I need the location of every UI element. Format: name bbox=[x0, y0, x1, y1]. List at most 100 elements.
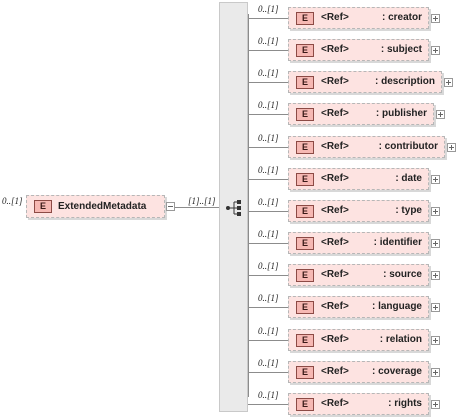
child-multiplicity: 0..[1] bbox=[258, 36, 279, 46]
child-connector-line bbox=[248, 211, 288, 212]
element-badge-icon: E bbox=[296, 173, 314, 186]
child-connector-line bbox=[248, 275, 288, 276]
child-element-box[interactable]: E <Ref> : language bbox=[288, 296, 429, 318]
expand-icon[interactable] bbox=[431, 14, 440, 23]
element-badge-icon: E bbox=[296, 12, 314, 25]
child-connector-line bbox=[248, 50, 288, 51]
child-multiplicity: 0..[1] bbox=[258, 229, 279, 239]
element-badge-icon: E bbox=[296, 366, 314, 379]
ref-label: <Ref> bbox=[321, 237, 349, 248]
child-element-box[interactable]: E <Ref> : relation bbox=[288, 329, 429, 351]
element-badge-icon: E bbox=[296, 398, 314, 411]
child-connector-line bbox=[248, 307, 288, 308]
child-connector-line bbox=[248, 114, 288, 115]
expand-icon[interactable] bbox=[447, 143, 456, 152]
expand-icon[interactable] bbox=[431, 400, 440, 409]
ref-label: <Ref> bbox=[321, 44, 349, 55]
element-badge-icon: E bbox=[296, 334, 314, 347]
root-connector-line bbox=[175, 207, 219, 208]
expand-icon[interactable] bbox=[431, 303, 440, 312]
child-element-name: : creator bbox=[381, 12, 422, 23]
ref-label: <Ref> bbox=[321, 301, 349, 312]
expand-icon[interactable] bbox=[431, 368, 440, 377]
element-badge-icon: E bbox=[34, 200, 52, 213]
root-element-box[interactable]: E ExtendedMetadata bbox=[26, 195, 165, 218]
sequence-multiplicity: [1]..[1] bbox=[188, 196, 216, 206]
child-element-box[interactable]: E <Ref> : contributor bbox=[288, 136, 445, 158]
sequence-icon[interactable] bbox=[225, 199, 245, 217]
child-connector-line bbox=[248, 179, 288, 180]
element-badge-icon: E bbox=[296, 108, 314, 121]
children-trunk-line bbox=[248, 14, 249, 397]
expand-icon[interactable] bbox=[431, 239, 440, 248]
child-element-name: : date bbox=[395, 173, 422, 184]
element-badge-icon: E bbox=[296, 237, 314, 250]
ref-label: <Ref> bbox=[321, 205, 349, 216]
child-element-name: : contributor bbox=[378, 141, 438, 152]
child-multiplicity: 0..[1] bbox=[258, 261, 279, 271]
child-multiplicity: 0..[1] bbox=[258, 326, 279, 336]
root-element-name: ExtendedMetadata bbox=[58, 201, 147, 212]
child-multiplicity: 0..[1] bbox=[258, 100, 279, 110]
expand-icon[interactable] bbox=[431, 46, 440, 55]
ref-label: <Ref> bbox=[321, 76, 349, 87]
child-element-box[interactable]: E <Ref> : description bbox=[288, 71, 442, 93]
child-connector-line bbox=[248, 147, 288, 148]
child-multiplicity: 0..[1] bbox=[258, 68, 279, 78]
child-connector-line bbox=[248, 243, 288, 244]
child-element-name: : source bbox=[383, 269, 422, 280]
child-element-box[interactable]: E <Ref> : publisher bbox=[288, 103, 434, 125]
child-multiplicity: 0..[1] bbox=[258, 293, 279, 303]
expand-icon[interactable] bbox=[444, 78, 453, 87]
element-badge-icon: E bbox=[296, 141, 314, 154]
child-element-name: : relation bbox=[379, 334, 422, 345]
ref-label: <Ref> bbox=[321, 12, 349, 23]
ref-label: <Ref> bbox=[321, 269, 349, 280]
child-connector-line bbox=[248, 404, 288, 405]
child-element-name: : type bbox=[395, 205, 422, 216]
child-element-box[interactable]: E<Ref>: date bbox=[288, 168, 429, 190]
element-badge-icon: E bbox=[296, 301, 314, 314]
child-element-box[interactable]: E <Ref> : source bbox=[288, 264, 429, 286]
element-badge-icon: E bbox=[296, 76, 314, 89]
child-element-name: : language bbox=[371, 301, 422, 312]
child-multiplicity: 0..[1] bbox=[258, 165, 279, 175]
child-element-box[interactable]: E <Ref> : coverage bbox=[288, 361, 429, 383]
collapse-icon[interactable] bbox=[166, 202, 175, 211]
child-connector-line bbox=[248, 340, 288, 341]
child-connector-line bbox=[248, 372, 288, 373]
expand-icon[interactable] bbox=[431, 271, 440, 280]
element-badge-icon: E bbox=[296, 205, 314, 218]
child-multiplicity: 0..[1] bbox=[258, 133, 279, 143]
child-element-box[interactable]: E <Ref> : rights bbox=[288, 393, 429, 415]
child-connector-line bbox=[248, 18, 288, 19]
root-multiplicity: 0..[1] bbox=[2, 196, 23, 206]
expand-icon[interactable] bbox=[431, 175, 440, 184]
child-element-box[interactable]: E <Ref> : creator bbox=[288, 7, 429, 29]
child-connector-line bbox=[248, 82, 288, 83]
child-element-box[interactable]: E <Ref> : type bbox=[288, 200, 429, 222]
child-element-name: : coverage bbox=[371, 366, 422, 377]
element-badge-icon: E bbox=[296, 44, 314, 57]
expand-icon[interactable] bbox=[431, 336, 440, 345]
child-element-name: : publisher bbox=[375, 108, 427, 119]
child-element-box[interactable]: E <Ref> : identifier bbox=[288, 232, 429, 254]
ref-label: <Ref> bbox=[321, 108, 349, 119]
ref-label: <Ref> bbox=[321, 141, 349, 152]
child-multiplicity: 0..[1] bbox=[258, 4, 279, 14]
child-element-name: : description bbox=[374, 76, 435, 87]
ref-label: <Ref> bbox=[321, 398, 349, 409]
child-multiplicity: 0..[1] bbox=[258, 390, 279, 400]
child-element-name: : identifier bbox=[373, 237, 422, 248]
child-multiplicity: 0..[1] bbox=[258, 358, 279, 368]
child-multiplicity: 0..[1] bbox=[258, 197, 279, 207]
expand-icon[interactable] bbox=[436, 110, 445, 119]
ref-label: <Ref> bbox=[321, 334, 349, 345]
expand-icon[interactable] bbox=[431, 207, 440, 216]
child-element-name: : subject bbox=[380, 44, 422, 55]
child-element-box[interactable]: E <Ref> : subject bbox=[288, 39, 429, 61]
child-element-name: : rights bbox=[388, 398, 422, 409]
ref-label: <Ref> bbox=[321, 366, 349, 377]
element-badge-icon: E bbox=[296, 269, 314, 282]
